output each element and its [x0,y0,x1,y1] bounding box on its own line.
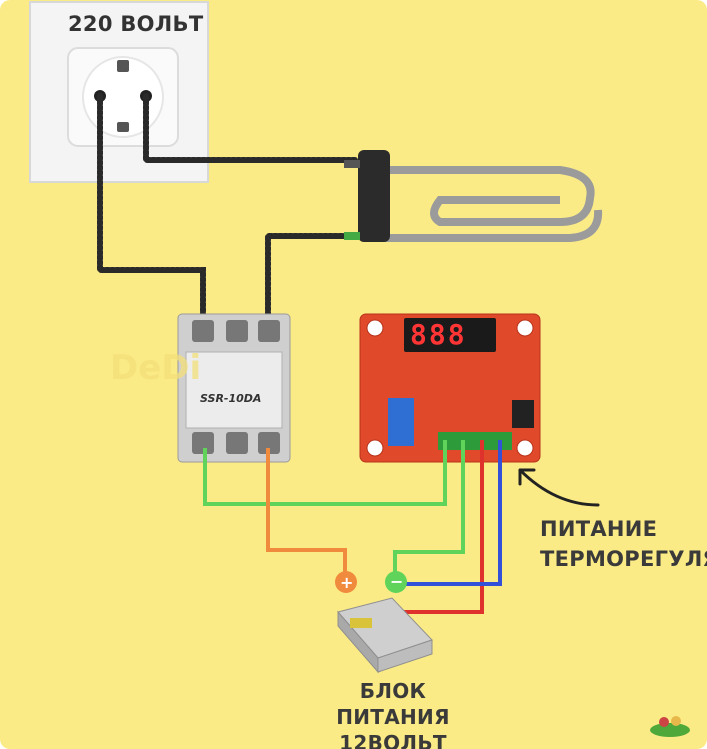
plus-terminal [335,571,357,593]
thermostat-board [359,313,541,463]
watermark: DeDi [110,348,202,388]
heating-element [344,150,603,242]
pointer-arrow [518,468,600,507]
thermostat-power-line2: ТЕРМОРЕГУЛЯ [540,547,707,571]
thermostat-power-label: ПИТАНИЕ ТЕРМОРЕГУЛЯ [540,514,707,574]
solid-state-relay [177,313,291,463]
power-supply-unit [337,597,433,674]
outlet-voltage-label: 220 ВОЛЬТ [68,12,204,36]
minus-terminal [385,571,407,593]
plus-sign: + [340,573,354,592]
minus-sign: − [390,572,404,591]
thermostat-display: 888 [410,318,467,351]
brand-logo [650,716,690,737]
thermostat-power-line1: ПИТАНИЕ [540,517,658,541]
psu-label: БЛОК ПИТАНИЯ 12ВОЛЬТ [308,678,478,749]
psu-label-line1: БЛОК ПИТАНИЯ [336,679,450,729]
coiled-cables [97,93,358,333]
relay-model-label: SSR-10DA [200,392,262,405]
psu-label-line2: 12ВОЛЬТ [339,731,447,749]
